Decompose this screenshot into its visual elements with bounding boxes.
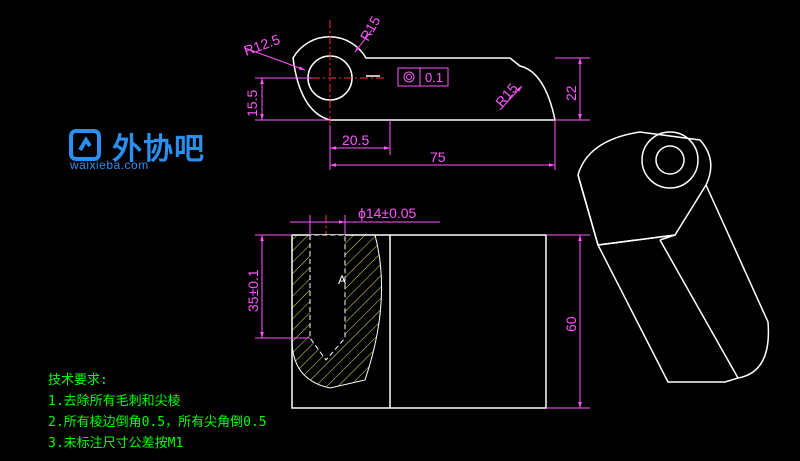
dim-60: 60 bbox=[563, 316, 579, 332]
dim-22: 22 bbox=[563, 85, 579, 101]
logo-icon bbox=[69, 129, 101, 161]
top-view-outline bbox=[292, 36, 556, 121]
dim-dia-14: ϕ14±0.05 bbox=[358, 205, 417, 221]
logo-url: waixieba.com bbox=[70, 158, 149, 172]
top-dimensions bbox=[244, 29, 590, 170]
dim-r15-right: R15 bbox=[492, 80, 521, 110]
note-item-2: 2.所有棱边倒角0.5，所有尖角倒0.5 bbox=[48, 415, 267, 430]
dim-15-5: 15.5 bbox=[244, 90, 260, 117]
dim-75: 75 bbox=[430, 149, 446, 165]
blind-hole bbox=[309, 234, 346, 361]
front-dimensions bbox=[255, 215, 590, 409]
concentricity-value: 0.1 bbox=[425, 70, 443, 85]
technical-notes: 技术要求: 1.去除所有毛刺和尖棱 2.所有棱边倒角0.5，所有尖角倒0.5 3… bbox=[48, 370, 267, 454]
waixieba-logo: 外协吧 waixieba.com bbox=[68, 128, 218, 174]
note-item-1: 1.去除所有毛刺和尖棱 bbox=[48, 394, 181, 409]
iso-hole-inner bbox=[655, 145, 685, 175]
dim-r15-top: R15 bbox=[357, 13, 384, 43]
dim-20-5: 20.5 bbox=[342, 132, 369, 148]
logo-name: 外协吧 bbox=[112, 132, 205, 167]
note-item-3: 3.未标注尺寸公差按M1 bbox=[48, 436, 184, 451]
dim-35: 35±0.1 bbox=[245, 269, 261, 312]
isometric-view bbox=[577, 131, 770, 383]
notes-title: 技术要求: bbox=[48, 373, 108, 388]
concentricity-frame bbox=[397, 67, 449, 87]
iso-hole-outer bbox=[641, 131, 699, 189]
section-mark: A bbox=[338, 273, 346, 287]
